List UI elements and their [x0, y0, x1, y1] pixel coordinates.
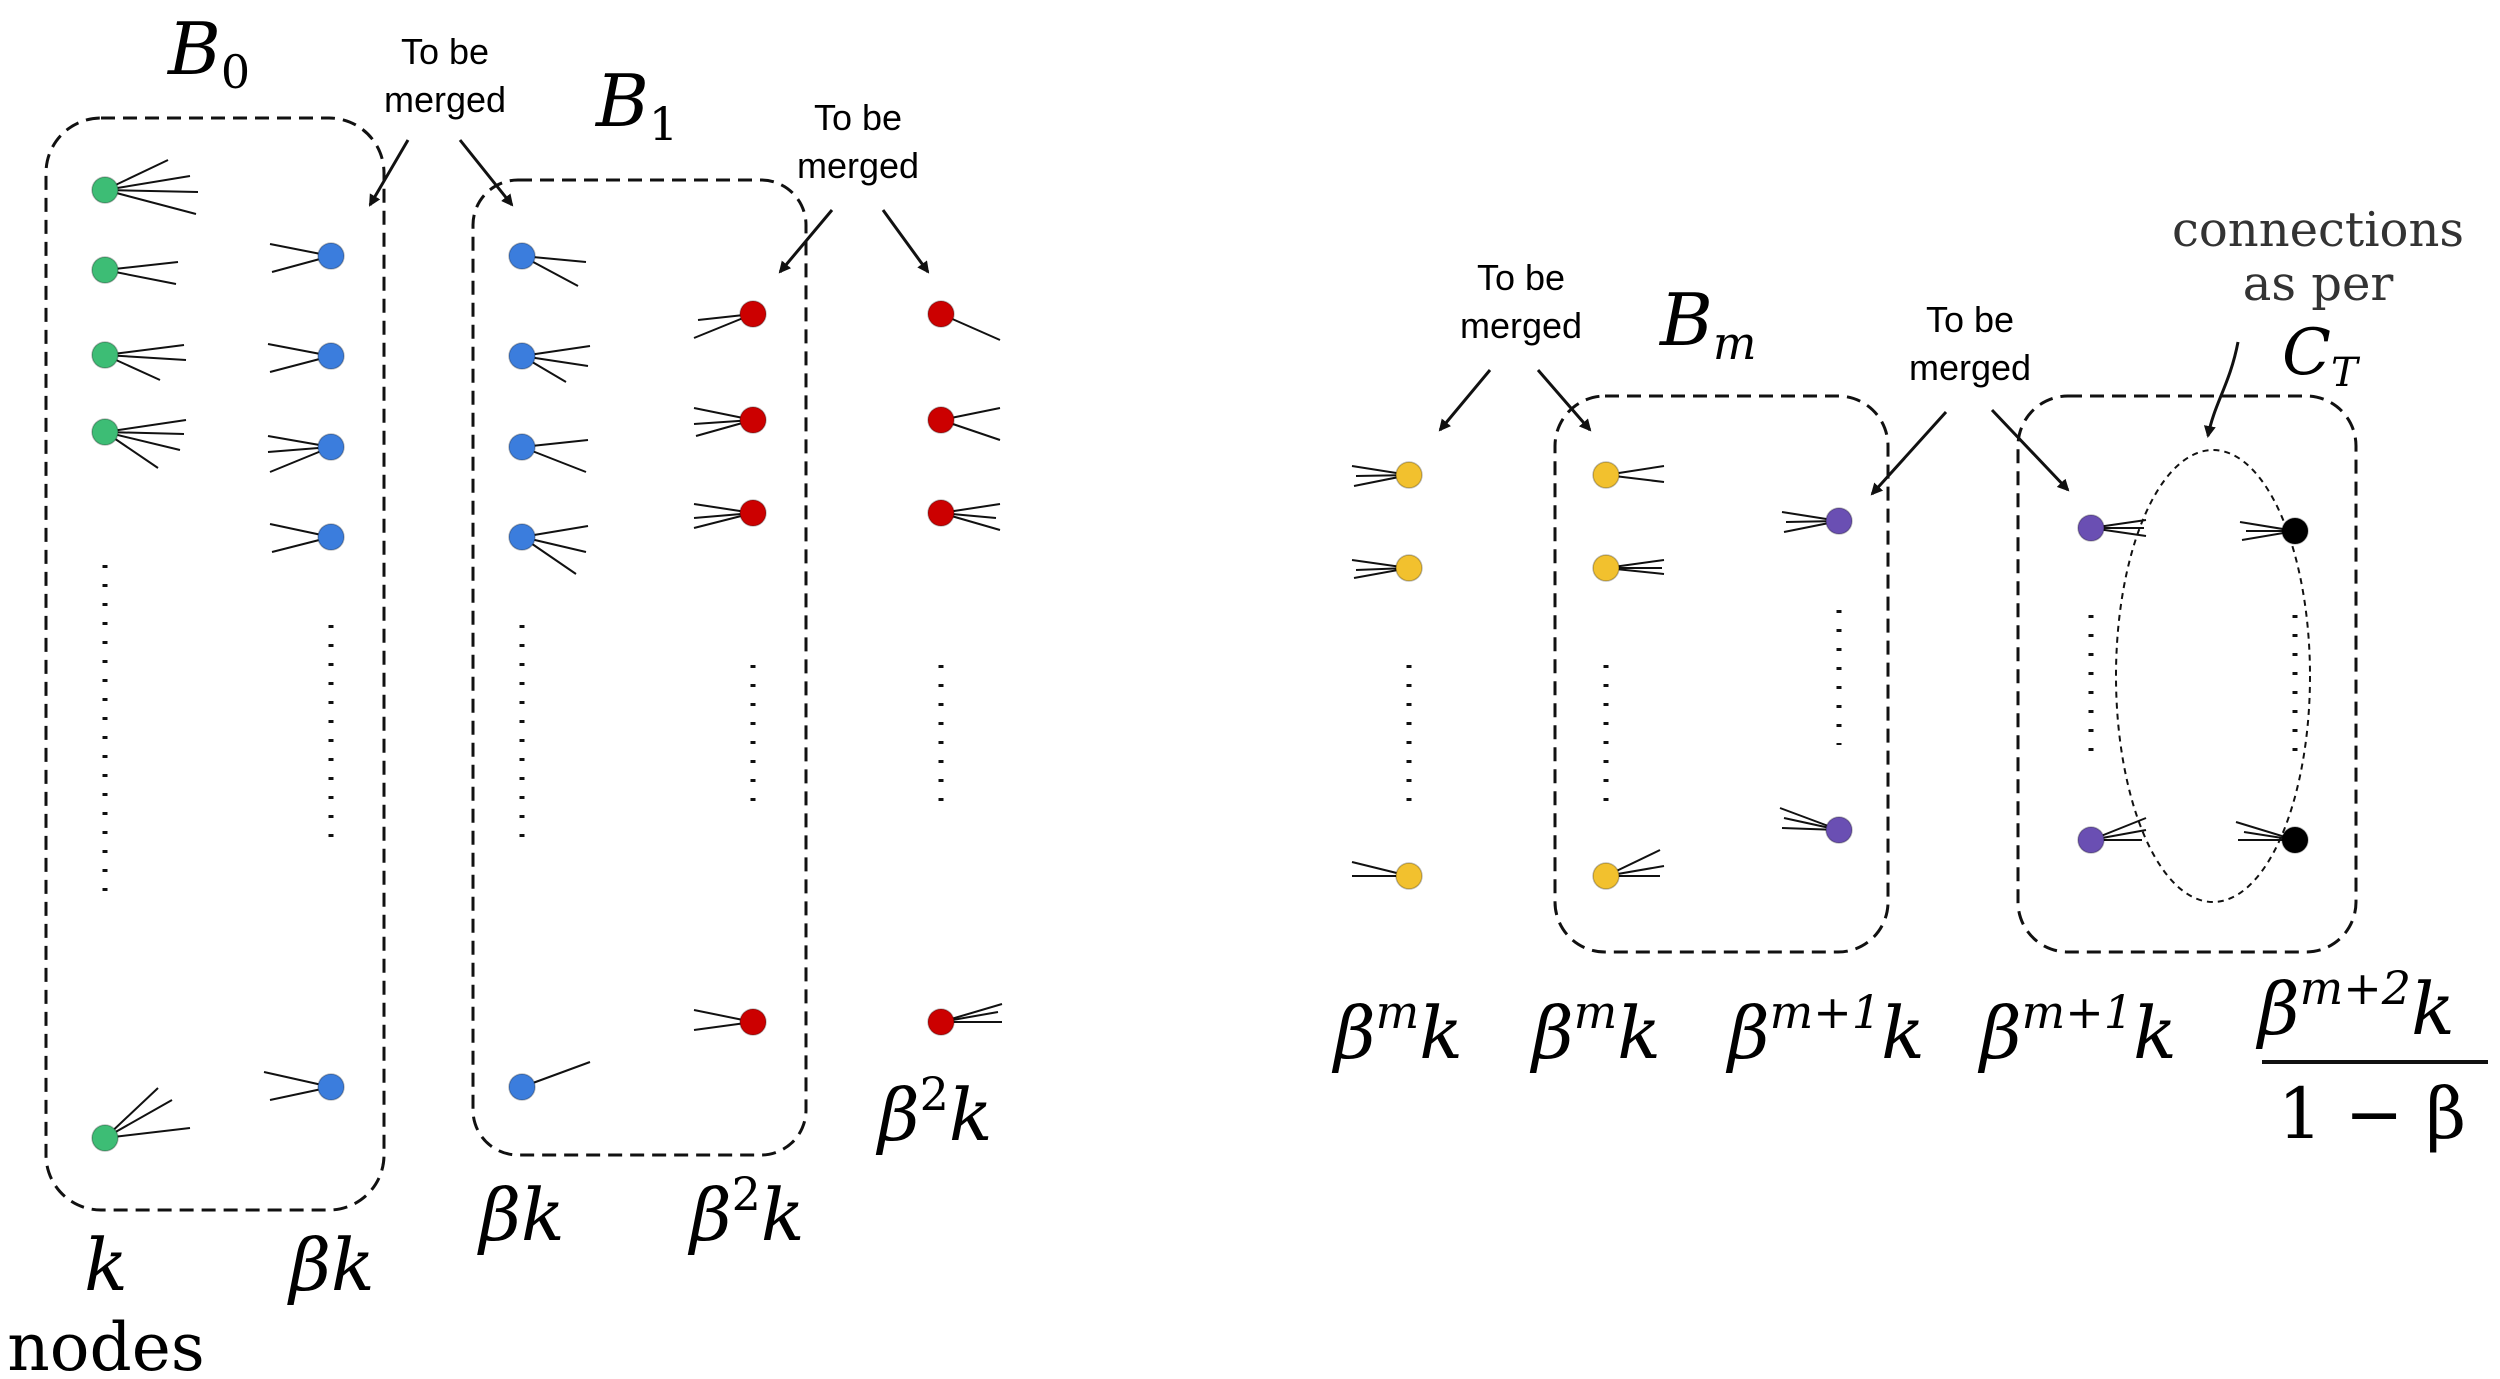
group-bm-box [1553, 394, 1890, 954]
node-red [739, 499, 767, 527]
merge-arrow [1438, 369, 1492, 432]
node-yellow [1395, 554, 1423, 582]
col-label-beta-k: βk [476, 1173, 564, 1257]
group-ct-box [2016, 394, 2358, 954]
merge-arrow [458, 139, 514, 207]
node-blue [317, 242, 345, 270]
merge-arrow [1870, 410, 1948, 496]
col-label-k: k [84, 1223, 128, 1307]
node-black [2281, 517, 2309, 545]
group-bm-label: Bm [1658, 278, 1757, 370]
node-purple [1825, 507, 1853, 535]
node-red [927, 499, 955, 527]
node-red [739, 406, 767, 434]
node-red [927, 300, 955, 328]
node-green [91, 176, 119, 204]
merge-arrow [1990, 408, 2070, 492]
node-purple [2077, 514, 2105, 542]
node-blue [508, 523, 536, 551]
node-red [927, 406, 955, 434]
node-green [91, 1124, 119, 1152]
group-b0-box [44, 116, 386, 1212]
nodes-layer [91, 176, 2309, 1152]
node-blue [508, 1073, 536, 1101]
node-purple [1825, 816, 1853, 844]
col-label-beta2-k: β2k [875, 1067, 993, 1157]
node-green [91, 341, 119, 369]
connections-ellipse [2115, 449, 2311, 903]
node-red [927, 1008, 955, 1036]
group-b1-label: B1 [594, 59, 678, 151]
merge-arrow [1536, 369, 1592, 432]
col-label-beta-m1-k: βm+1k [1977, 985, 2177, 1075]
connections-arrow [2203, 341, 2240, 438]
col-label-beta-m-k: βmk [1529, 985, 1661, 1075]
merge-arrow [368, 139, 410, 207]
group-b0-label: B0 [166, 7, 250, 99]
node-yellow [1395, 461, 1423, 489]
node-green [91, 256, 119, 284]
col-label-beta2-k: β2k [687, 1167, 805, 1257]
ct-symbol: CT [2282, 316, 2361, 396]
col-label-beta-k: βk [286, 1223, 374, 1307]
node-blue [317, 523, 345, 551]
fraction-numerator: βm+2k [2255, 961, 2455, 1051]
node-purple [2077, 826, 2105, 854]
merge-arrow [881, 209, 930, 274]
fraction-denominator: 1 − β [2278, 1073, 2466, 1155]
node-blue [508, 242, 536, 270]
node-red [739, 1008, 767, 1036]
node-red [739, 300, 767, 328]
col-label-beta-m-k: βmk [1331, 985, 1463, 1075]
node-yellow [1592, 554, 1620, 582]
node-yellow [1395, 862, 1423, 890]
node-yellow [1592, 862, 1620, 890]
merge-arrow [778, 209, 834, 274]
col-label-beta-m1-k: βm+1k [1725, 985, 1925, 1075]
node-green [91, 418, 119, 446]
node-yellow [1592, 461, 1620, 489]
node-blue [317, 433, 345, 461]
node-black [2281, 826, 2309, 854]
group-b1-box [471, 178, 808, 1157]
node-blue [508, 433, 536, 461]
node-blue [508, 342, 536, 370]
col-label-nodes: nodes [7, 1309, 204, 1379]
node-blue [317, 342, 345, 370]
node-blue [317, 1073, 345, 1101]
